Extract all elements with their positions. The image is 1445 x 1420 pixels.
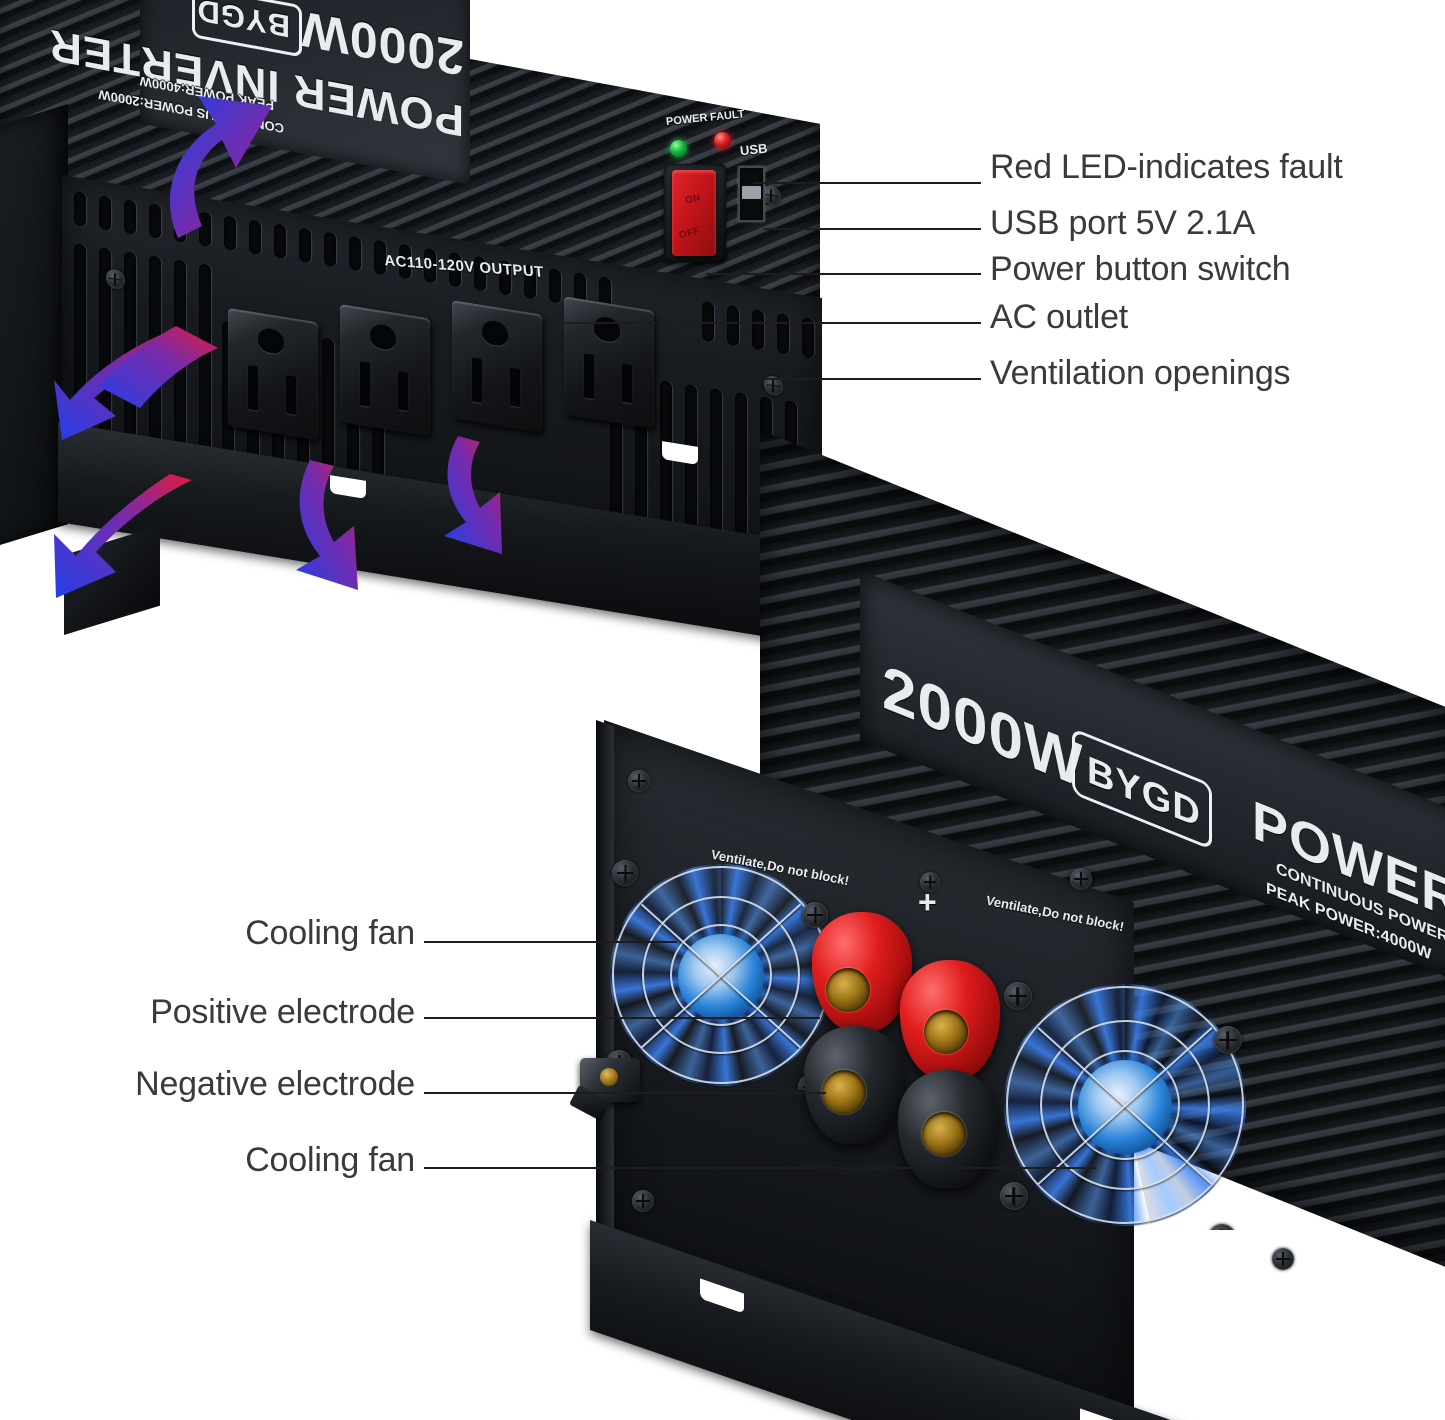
ground-stud-brass (600, 1068, 618, 1086)
fan-left-guard-ring-inner (670, 924, 772, 1026)
fan-right-screw-bl (1000, 1182, 1028, 1210)
negative-post-bore-front (922, 1112, 966, 1156)
fan-right-guard-ring-mid (1040, 1020, 1210, 1190)
ac-outlet-3[interactable] (452, 300, 542, 433)
vent-slot (752, 308, 764, 351)
vent-slot (549, 267, 561, 304)
usb-port[interactable] (738, 166, 765, 222)
bottom-unit-brand-badge: BYGD (1072, 727, 1212, 851)
fan-left-screw-tr (802, 902, 828, 928)
callout-usb-port: USB port 5V 2.1A (990, 204, 1256, 242)
positive-post-bore-front (924, 1010, 968, 1054)
bottom-unit-brand: BYGD (1087, 748, 1201, 837)
rear-screw-top-right (1070, 868, 1092, 890)
callout-cooling-fan-upper: Cooling fan (245, 914, 415, 952)
leader-power-switch (706, 273, 981, 275)
vent-slot (727, 304, 739, 347)
top-inverter-unit: 2000W BYGD POWER INVERTER CONTINUOUS POW… (0, 0, 870, 710)
fault-led (714, 132, 731, 149)
switch-on-label: ON (683, 192, 703, 207)
leader-ac-outlet (556, 322, 981, 324)
bottom-inverter-unit: 2000W BYGD POWER INVERTER CONTINUOUS POW… (560, 420, 1445, 1420)
outlet-blade-neutral (584, 353, 594, 400)
leader-red-led (753, 182, 981, 184)
leader-usb-port (763, 228, 981, 230)
outlet-blade-neutral (472, 357, 482, 404)
power-switch-frame: ON OFF (664, 164, 726, 262)
power-button-switch[interactable]: ON OFF (672, 170, 716, 256)
airflow-arrows-front-panel (296, 436, 502, 590)
callout-red-led: Red LED-indicates fault (990, 148, 1343, 186)
fan-right-screw-tl (1004, 982, 1032, 1010)
leader-cooling-fan-lower (424, 1167, 1096, 1169)
ac-outlet-4[interactable] (564, 296, 654, 429)
polarity-mark-screw (920, 872, 940, 892)
callout-cooling-fan-lower: Cooling fan (245, 1141, 415, 1179)
leader-ventilation (700, 378, 981, 380)
switch-off-label: OFF (677, 225, 702, 242)
leader-negative-electrode (424, 1092, 826, 1094)
negative-electrode-rear[interactable] (804, 1026, 904, 1144)
fan-right-guard-ring-inner (1070, 1050, 1180, 1160)
power-led (670, 140, 687, 157)
fan-left-guard-ring-mid (642, 896, 800, 1054)
callout-positive-electrode: Positive electrode (150, 993, 415, 1031)
usb-tongue (742, 185, 761, 200)
callout-negative-electrode: Negative electrode (135, 1065, 415, 1103)
positive-electrode-rear[interactable] (812, 912, 912, 1032)
airflow-arrows-top-unit (54, 96, 272, 598)
positive-post-bore-rear (826, 968, 870, 1012)
leader-cooling-fan-upper (424, 941, 677, 943)
positive-post-body-rear (812, 912, 912, 1032)
fan-right-screw-tr (1214, 1026, 1242, 1054)
control-cluster: POWER FAULT USB ON OFF (662, 108, 794, 300)
leader-positive-electrode (424, 1017, 820, 1019)
top-unit-brand: BYGD (196, 0, 290, 45)
callout-ventilation: Ventilation openings (990, 354, 1291, 392)
fault-led-label: FAULT (709, 108, 746, 124)
outlet-blade-hot (622, 363, 632, 404)
fan-right-guard-ring-outer (1006, 986, 1244, 1224)
power-led-label: POWER (665, 111, 709, 129)
negative-post-bore-rear (822, 1070, 866, 1114)
fan-right-screw-br (1208, 1224, 1236, 1230)
outlet-ground-pin (594, 315, 620, 344)
rear-screw-bottom-left (632, 1190, 654, 1212)
usb-label: USB (739, 140, 769, 159)
callout-power-switch: Power button switch (990, 250, 1291, 288)
negative-electrode-front[interactable] (898, 1070, 998, 1188)
outlet-ground-pin (482, 319, 508, 348)
rear-screw-top-left (628, 770, 650, 792)
positive-polarity-mark: + (918, 884, 937, 920)
rear-screw-bottom-right (1272, 1248, 1294, 1270)
positive-electrode-front[interactable] (900, 960, 1000, 1080)
callout-ac-outlet: AC outlet (990, 298, 1129, 336)
cooling-fan-left (606, 860, 836, 1090)
cooling-fan-right (1000, 980, 1250, 1230)
ventilation-openings-far-right-bank (702, 300, 814, 359)
vent-slot (777, 312, 789, 355)
outlet-blade-hot (510, 367, 520, 408)
fan-left-screw-tl (612, 860, 638, 886)
